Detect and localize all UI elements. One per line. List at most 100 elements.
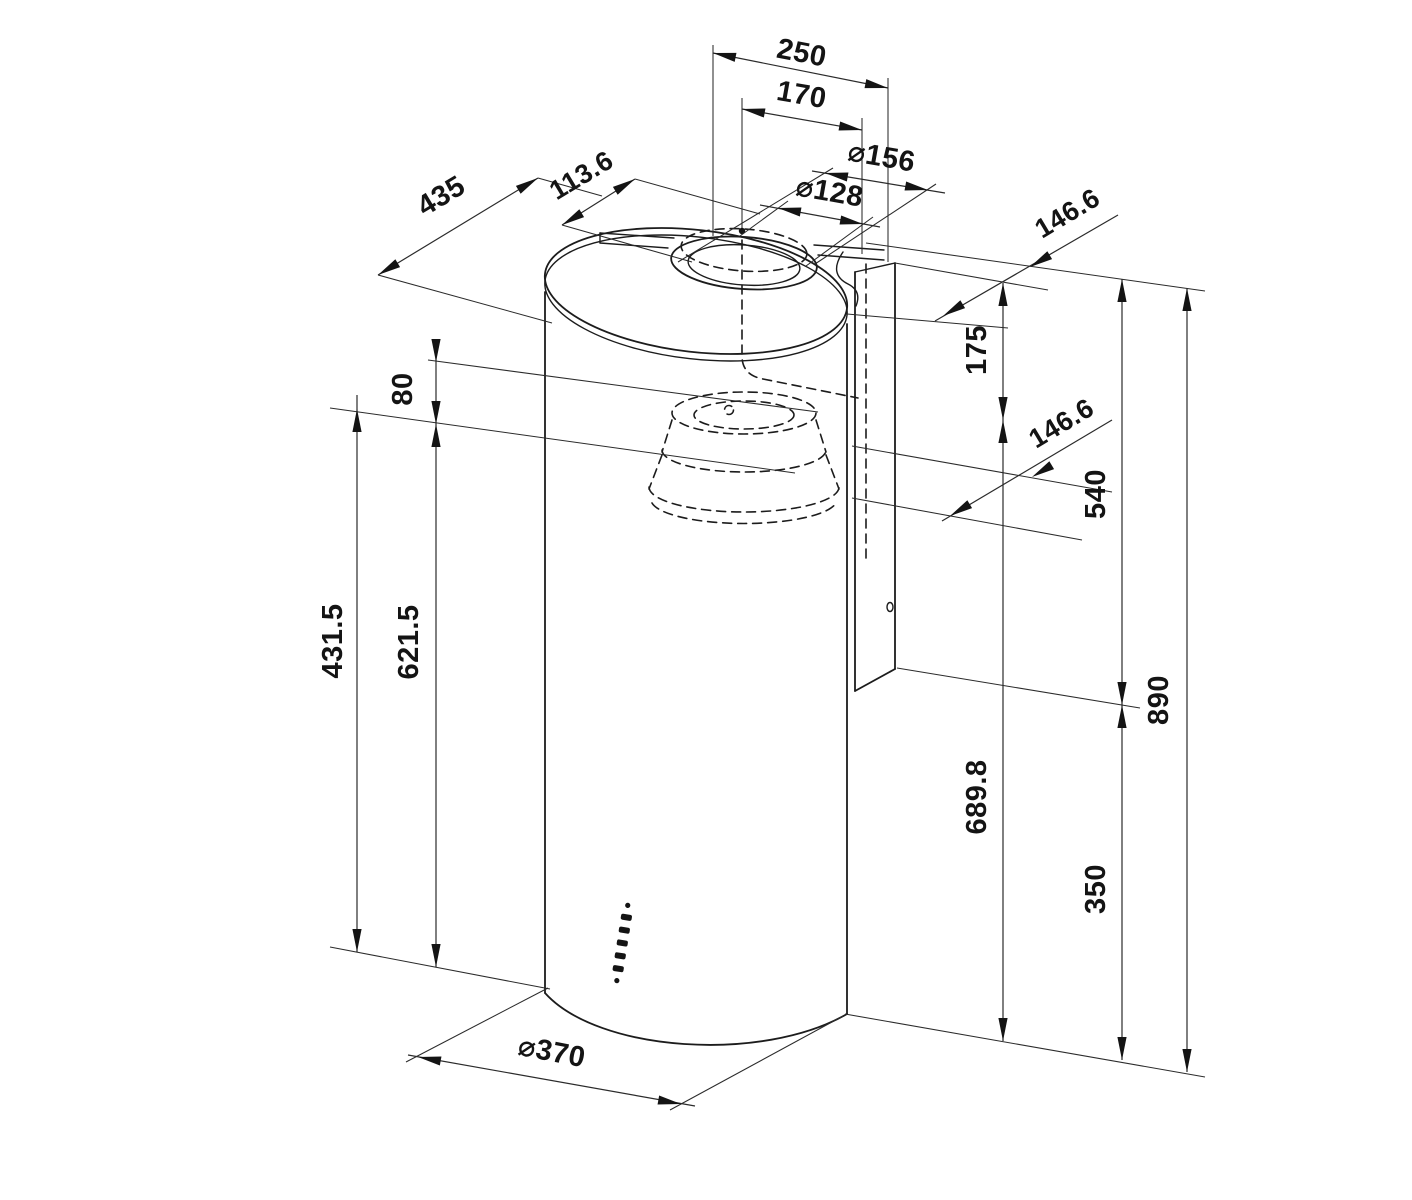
arrow bbox=[864, 79, 889, 93]
wall-bracket bbox=[599, 232, 896, 692]
dim-label-128: ⌀128 bbox=[793, 170, 865, 213]
ext-113-right bbox=[634, 178, 761, 215]
ext-156-tangent-right bbox=[814, 183, 937, 265]
arrow bbox=[998, 1018, 1008, 1041]
button-2 bbox=[618, 926, 630, 934]
dim-label-890: 890 bbox=[1143, 675, 1175, 725]
arrow bbox=[777, 203, 802, 217]
dim-label-80: 80 bbox=[387, 372, 419, 405]
dim-label-540: 540 bbox=[1080, 469, 1112, 519]
arrow bbox=[431, 401, 441, 424]
ext-right-top-s1 bbox=[865, 242, 1206, 292]
arrow bbox=[431, 944, 441, 967]
dimline-250 bbox=[712, 52, 889, 89]
dim-label-431-5: 431.5 bbox=[317, 603, 349, 678]
extension-lines bbox=[329, 45, 1206, 1111]
ext-113-left bbox=[561, 224, 693, 263]
arrow bbox=[612, 175, 638, 195]
dimline-370 bbox=[407, 1054, 696, 1107]
arrow bbox=[1117, 279, 1127, 302]
ext-right-top-s2 bbox=[894, 262, 1049, 291]
collar-side-right1 bbox=[815, 419, 827, 453]
strip-top-left bbox=[599, 232, 675, 239]
arrow bbox=[712, 48, 737, 62]
collar-side-right2 bbox=[825, 454, 840, 490]
ext-435-right bbox=[537, 177, 603, 197]
arrow bbox=[375, 259, 401, 279]
hood-body bbox=[543, 227, 849, 1046]
duct-collar-hidden bbox=[648, 391, 840, 525]
collar-top-inner bbox=[693, 400, 795, 430]
ext-370-left bbox=[405, 987, 549, 1063]
button-dot-bottom bbox=[614, 977, 620, 984]
dim-label-170: 170 bbox=[774, 75, 829, 115]
control-buttons bbox=[612, 902, 632, 984]
button-1 bbox=[620, 913, 632, 921]
collar-top-ring bbox=[671, 391, 817, 435]
button-5 bbox=[612, 965, 624, 973]
arrow bbox=[741, 104, 766, 118]
arrow bbox=[998, 397, 1008, 420]
ext-435-left bbox=[377, 274, 553, 324]
dim-label-175: 175 bbox=[961, 325, 993, 375]
collar-mid-ring bbox=[661, 449, 827, 473]
arrow bbox=[1182, 1049, 1192, 1072]
arrow bbox=[998, 283, 1008, 306]
arrow bbox=[940, 300, 966, 320]
arrow bbox=[947, 500, 973, 520]
ext-128-tangent-right bbox=[805, 216, 874, 267]
bracket-ear bbox=[835, 251, 859, 307]
arrow bbox=[1182, 288, 1192, 311]
dimension-labels: 250 170 ⌀156 ⌀128 435 113.6 146.6 175 14… bbox=[317, 33, 1175, 1075]
button-4 bbox=[614, 952, 626, 960]
ext-mid-s5 bbox=[851, 497, 1083, 541]
arrow bbox=[998, 420, 1008, 443]
strip-bottom-right bbox=[817, 254, 885, 261]
dimline-146b bbox=[941, 419, 1113, 522]
ext-370-right bbox=[669, 1015, 844, 1111]
arrow bbox=[1117, 682, 1127, 705]
ext-base-left bbox=[329, 946, 551, 990]
dimline-146a bbox=[934, 214, 1119, 322]
button-dot-top bbox=[625, 902, 631, 908]
ext-cap-back-s3 bbox=[846, 313, 1009, 329]
arrow bbox=[1117, 1037, 1127, 1060]
arrow bbox=[1117, 705, 1127, 728]
dimline-435 bbox=[377, 177, 539, 276]
dim-label-621-5: 621.5 bbox=[393, 604, 425, 679]
dim-label-350: 350 bbox=[1080, 864, 1112, 914]
dim-label-146-6-top: 146.6 bbox=[1030, 182, 1106, 244]
arrow bbox=[431, 424, 441, 447]
hidden-chimney-edge bbox=[741, 239, 859, 399]
ext-156-tangent-left bbox=[677, 167, 834, 263]
ext-spigot-bottom bbox=[329, 407, 796, 474]
collar-side-left1 bbox=[661, 419, 673, 453]
duct-hole-hidden-circle bbox=[680, 227, 808, 273]
dim-label-435: 435 bbox=[412, 170, 471, 223]
hole-center-point bbox=[738, 227, 746, 235]
arrow bbox=[657, 1095, 682, 1109]
top-cap-rim bbox=[544, 234, 848, 362]
arrow bbox=[515, 174, 541, 194]
strip-top-right bbox=[813, 244, 885, 251]
collar-lower-ring bbox=[648, 486, 840, 513]
plate-screw-hole bbox=[886, 601, 894, 613]
dim-label-689-8: 689.8 bbox=[961, 759, 993, 834]
ext-128-tangent-left bbox=[739, 200, 789, 237]
arrow bbox=[352, 929, 362, 952]
cylinder-bottom-arc bbox=[544, 992, 848, 1046]
button-3 bbox=[616, 939, 628, 947]
arrow bbox=[838, 121, 863, 135]
ext-base-right bbox=[844, 1013, 1206, 1078]
collar-bottom-ring bbox=[651, 502, 837, 525]
collar-side-left2 bbox=[648, 454, 663, 490]
ext-spigot-top bbox=[427, 359, 819, 413]
dim-label-370: ⌀370 bbox=[515, 1030, 588, 1074]
plate-top-edge bbox=[854, 262, 896, 273]
plate-bottom-edge bbox=[854, 668, 896, 692]
ext-plate-bottom-s6 bbox=[896, 667, 1141, 709]
arrow bbox=[904, 181, 929, 195]
arrow bbox=[559, 209, 585, 229]
